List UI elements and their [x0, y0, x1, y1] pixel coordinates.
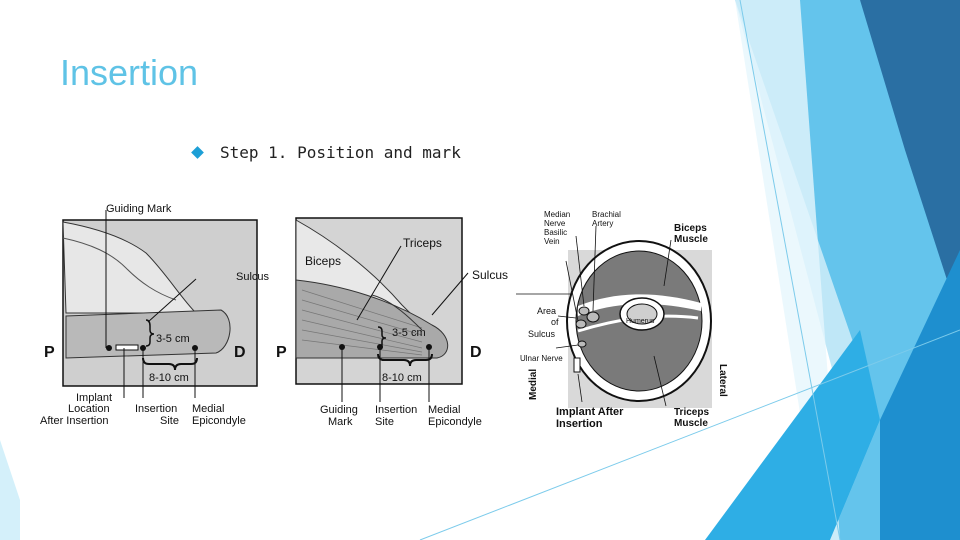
triceps-muscle-label-2: Muscle: [674, 418, 708, 429]
medial-epicondyle-label-1: Medial: [192, 403, 224, 415]
insertion-site-label-1: Insertion: [135, 403, 177, 415]
insertion-site-label-2: Site: [375, 416, 394, 428]
distal-label: D: [234, 344, 246, 361]
guiding-mark-label-1: Guiding: [320, 404, 358, 416]
brachial-artery-label-1: Brachial: [592, 210, 621, 219]
ulnar-nerve-label: Ulnar Nerve: [520, 354, 563, 363]
diamond-bullet-icon: [191, 146, 204, 159]
slide-title: Insertion: [60, 52, 198, 94]
basilic-vein-label-2: Vein: [544, 237, 560, 246]
medial-epicondyle-label-1: Medial: [428, 404, 460, 416]
median-nerve-label-2: Nerve: [544, 219, 566, 228]
biceps-muscle-label-1: Biceps: [674, 223, 707, 234]
bullet-text: Step 1. Position and mark: [220, 143, 461, 162]
proximal-label: P: [276, 344, 287, 361]
figure-arm-guiding-mark: Guiding Mark Sulcus 3-5 cm 8-10 cm P D I…: [36, 198, 276, 430]
implant-after-insertion-label-2: Insertion: [556, 418, 603, 430]
distance-short-label: 3-5 cm: [392, 327, 426, 339]
area-of-sulcus-label-2: of: [551, 317, 559, 327]
bullet-item: Step 1. Position and mark: [193, 143, 461, 162]
sulcus-label: Sulcus: [472, 268, 508, 282]
insertion-site-label-2: Site: [160, 415, 179, 427]
triceps-label: Triceps: [403, 236, 442, 250]
distance-short-label: 3-5 cm: [156, 333, 190, 345]
median-nerve-label-1: Median: [544, 210, 570, 219]
implant-location-label-3: After Insertion: [40, 415, 108, 427]
biceps-label: Biceps: [305, 254, 341, 268]
biceps-muscle-label-2: Muscle: [674, 234, 708, 245]
brachial-artery-label-2: Artery: [592, 219, 613, 228]
lateral-label: Lateral: [717, 364, 728, 397]
medial-epicondyle-label-2: Epicondyle: [428, 416, 482, 428]
distance-long-label: 8-10 cm: [382, 372, 422, 384]
distal-label: D: [470, 344, 482, 361]
distance-long-label: 8-10 cm: [149, 372, 189, 384]
medial-label: Medial: [528, 369, 539, 400]
figure-arm-muscles: Triceps Biceps Sulcus 3-5 cm 8-10 cm P D…: [272, 210, 516, 432]
implant-after-insertion-label-1: Implant After: [556, 406, 624, 418]
guiding-mark-label-2: Mark: [328, 416, 353, 428]
implant-location-label-2: Location: [68, 403, 110, 415]
guiding-mark-label: Guiding Mark: [106, 203, 172, 215]
proximal-label: P: [44, 344, 55, 361]
medial-epicondyle-label-2: Epicondyle: [192, 415, 246, 427]
humerus-label: Humerus: [626, 318, 655, 325]
area-of-sulcus-label-3: Sulcus: [528, 329, 556, 339]
sulcus-label: Sulcus: [236, 271, 270, 283]
basilic-vein-label-1: Basilic: [544, 228, 567, 237]
triceps-muscle-label-1: Triceps: [674, 407, 709, 418]
figure-arm-cross-section: Median Nerve Basilic Vein Brachial Arter…: [516, 206, 738, 434]
area-of-sulcus-label-1: Area: [537, 306, 556, 316]
insertion-site-label-1: Insertion: [375, 404, 417, 416]
